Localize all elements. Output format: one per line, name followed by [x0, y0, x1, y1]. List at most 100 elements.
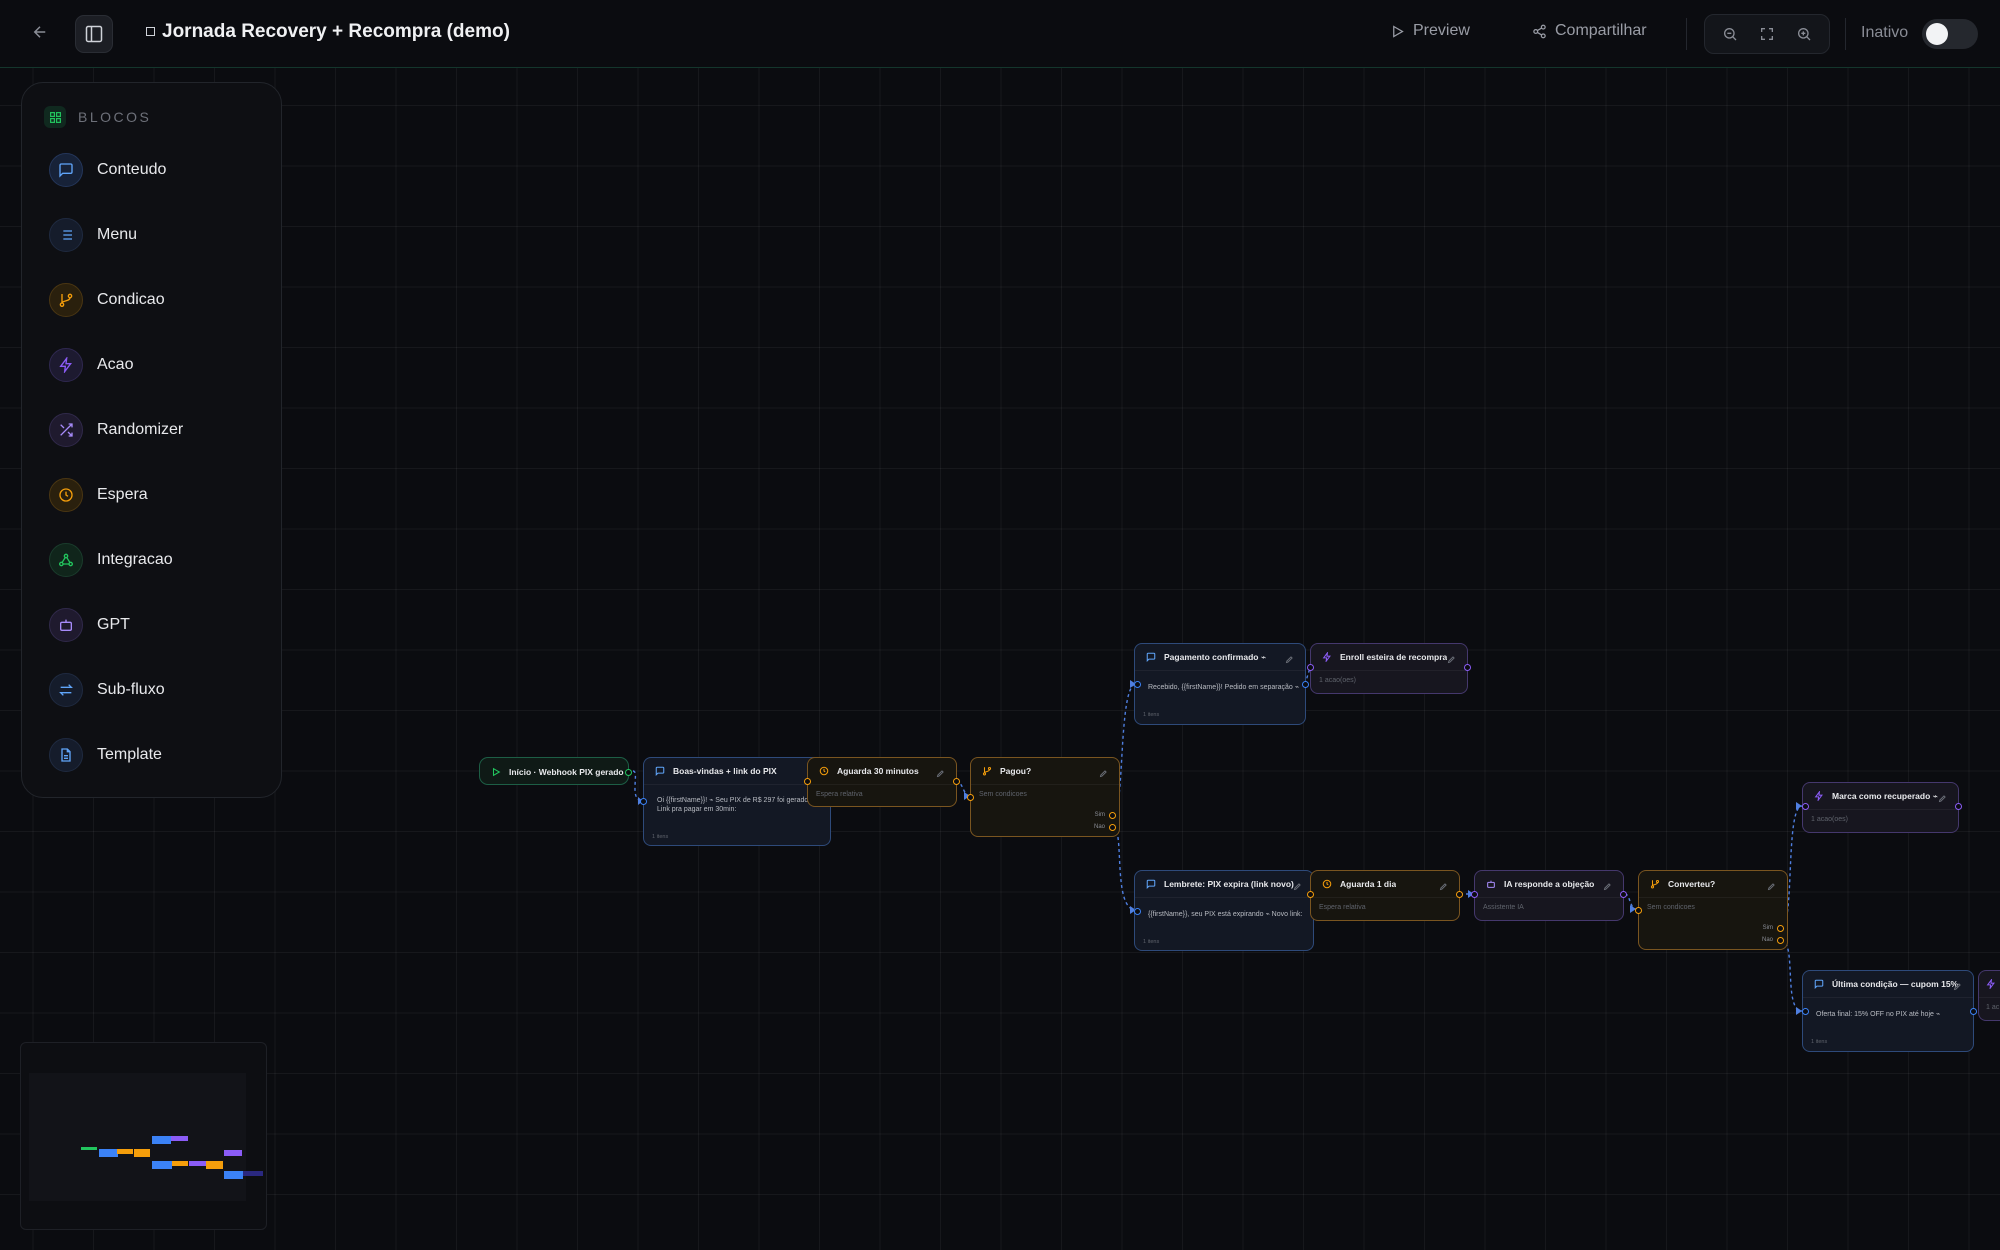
clock-icon — [49, 478, 83, 512]
node-offscreen-action[interactable]: 1 ac — [1978, 970, 2000, 1021]
active-toggle[interactable] — [1922, 19, 1978, 49]
minimap-viewport — [29, 1073, 246, 1201]
block-item-menu[interactable]: Menu — [49, 215, 137, 255]
minimap-node — [189, 1161, 206, 1166]
zap-icon — [1813, 790, 1825, 802]
edit-pencil-icon[interactable] — [1767, 878, 1777, 891]
node-pix-expiring-reminder[interactable]: Lembrete: PIX expira (link novo) {{first… — [1134, 870, 1314, 951]
flow-title[interactable]: Jornada Recovery + Recompra (demo) — [146, 21, 510, 43]
message-square-icon — [1145, 651, 1157, 663]
block-item-acao[interactable]: Acao — [49, 345, 133, 385]
node-mark-recovered[interactable]: Marca como recuperado ⌁ 1 acao(oes) — [1802, 782, 1962, 833]
edit-pencil-icon[interactable] — [1439, 878, 1449, 891]
grid-icon — [44, 106, 66, 128]
play-icon — [490, 766, 502, 778]
block-item-espera[interactable]: Espera — [49, 475, 148, 515]
output-port-yes[interactable] — [1109, 812, 1116, 819]
node-ai-objection[interactable]: IA responde a objeção Assistente IA — [1471, 870, 1627, 921]
message-square-icon — [49, 153, 83, 187]
output-port[interactable] — [1970, 1008, 1977, 1015]
node-enroll-repurchase[interactable]: Enroll esteira de recompra 1 acao(oes) — [1307, 643, 1471, 694]
output-port[interactable] — [953, 778, 960, 785]
input-port[interactable] — [1802, 803, 1809, 810]
edit-pencil-icon[interactable] — [936, 765, 946, 778]
minimap-node — [117, 1149, 133, 1154]
node-wait-1-day[interactable]: Aguarda 1 dia Espera relativa — [1307, 870, 1463, 921]
input-port[interactable] — [1134, 681, 1141, 688]
blocks-panel: BLOCOS Conteudo Menu Condicao Acao Rando… — [21, 82, 282, 798]
input-port[interactable] — [1134, 908, 1141, 915]
output-port[interactable] — [1456, 891, 1463, 898]
node-paid-condition[interactable]: Pagou? Sem condicoes Sim Nao — [967, 757, 1120, 837]
blocks-panel-header: BLOCOS — [44, 106, 151, 128]
node-start[interactable]: Início · Webhook PIX gerado — [479, 757, 632, 785]
edit-pencil-icon[interactable] — [1099, 765, 1109, 778]
block-item-conteudo[interactable]: Conteudo — [49, 150, 166, 190]
play-icon — [1393, 24, 1404, 38]
minimap-node — [152, 1161, 172, 1169]
block-item-template[interactable]: Template — [49, 735, 162, 775]
edit-pencil-icon[interactable] — [1285, 651, 1295, 664]
fit-view-icon[interactable] — [1753, 20, 1781, 48]
clock-icon — [818, 765, 830, 777]
back-arrow-icon[interactable] — [26, 20, 54, 48]
zoom-out-icon[interactable] — [1716, 20, 1744, 48]
shuffle-icon — [49, 413, 83, 447]
git-branch-icon — [1649, 878, 1661, 890]
minimap-node — [81, 1147, 97, 1150]
preview-button[interactable]: Preview — [1390, 22, 1470, 40]
divider — [1845, 18, 1846, 50]
output-port-no[interactable] — [1109, 824, 1116, 831]
message-square-icon — [1813, 978, 1825, 990]
input-port[interactable] — [640, 798, 647, 805]
node-payment-confirmed[interactable]: Pagamento confirmado ⌁ Recebido, {{first… — [1134, 643, 1309, 725]
output-port[interactable] — [1620, 891, 1627, 898]
toggle-knob — [1926, 23, 1948, 45]
bot-icon — [49, 608, 83, 642]
block-item-condicao[interactable]: Condicao — [49, 280, 165, 320]
input-port[interactable] — [1635, 907, 1642, 914]
zap-icon — [1321, 651, 1333, 663]
block-item-gpt[interactable]: GPT — [49, 605, 130, 645]
edit-pencil-icon[interactable] — [1293, 878, 1303, 891]
output-port-no[interactable] — [1777, 937, 1784, 944]
edit-pencil-icon[interactable] — [1603, 878, 1613, 891]
block-item-sub-fluxo[interactable]: Sub-fluxo — [49, 670, 165, 710]
zoom-controls — [1704, 14, 1830, 54]
zoom-in-icon[interactable] — [1790, 20, 1818, 48]
input-port[interactable] — [1307, 891, 1314, 898]
block-item-randomizer[interactable]: Randomizer — [49, 410, 183, 450]
output-port[interactable] — [1955, 803, 1962, 810]
git-branch-icon — [49, 283, 83, 317]
output-port[interactable] — [1464, 664, 1471, 671]
input-port[interactable] — [1802, 1008, 1809, 1015]
input-port[interactable] — [804, 778, 811, 785]
minimap[interactable] — [20, 1042, 267, 1230]
clock-icon — [1321, 878, 1333, 890]
panel-left-icon — [85, 25, 103, 43]
zap-icon — [49, 348, 83, 382]
edit-pencil-icon[interactable] — [1447, 651, 1457, 664]
output-port[interactable] — [625, 769, 632, 776]
sidebar-toggle-button[interactable] — [75, 15, 113, 53]
minimap-node — [224, 1171, 243, 1179]
node-wait-30-minutes[interactable]: Aguarda 30 minutos Espera relativa — [804, 757, 960, 807]
flow-canvas[interactable] — [0, 68, 2000, 1250]
node-converted-condition[interactable]: Converteu? Sem condicoes Sim Nao — [1635, 870, 1788, 950]
share-icon — [1533, 24, 1546, 38]
block-item-integracao[interactable]: Integracao — [49, 540, 173, 580]
edit-pencil-icon[interactable] — [1953, 978, 1963, 991]
minimap-node — [243, 1171, 263, 1176]
node-last-coupon[interactable]: Última condição — cupom 15% Oferta final… — [1802, 970, 1977, 1052]
node-welcome-pix-link[interactable]: Boas-vindas + link do PIX Oi {{firstName… — [640, 757, 831, 846]
top-bar: Jornada Recovery + Recompra (demo) Previ… — [0, 0, 2000, 68]
edit-pencil-icon[interactable] — [1938, 790, 1948, 803]
share-button[interactable]: Compartilhar — [1532, 22, 1647, 40]
message-square-icon — [654, 765, 666, 777]
input-port[interactable] — [1307, 664, 1314, 671]
output-port[interactable] — [1302, 681, 1309, 688]
input-port[interactable] — [1471, 891, 1478, 898]
message-square-icon — [1145, 878, 1157, 890]
input-port[interactable] — [967, 794, 974, 801]
output-port-yes[interactable] — [1777, 925, 1784, 932]
